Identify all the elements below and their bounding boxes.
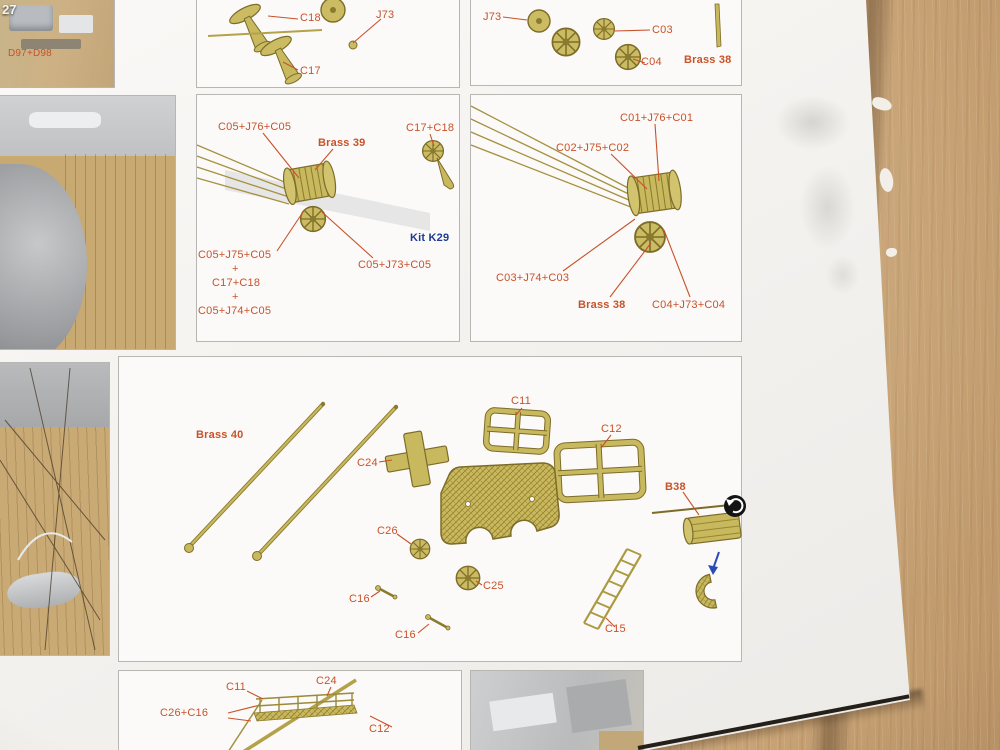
- photo-gray-structure: [0, 363, 109, 427]
- photo-white-deckhouse: [489, 692, 557, 732]
- label-winch-a-top: C05+J76+C05: [218, 121, 292, 133]
- label-c24: C24: [357, 457, 378, 469]
- photo-panel-top-left: [0, 0, 115, 88]
- panel-brass-fittings: [118, 356, 742, 662]
- label-winch-b-lower-right: C04+J73+C04: [652, 299, 726, 311]
- label-winch-a-stack3: C05+J74+C05: [198, 305, 272, 317]
- label-j73-b: J73: [483, 11, 502, 23]
- photo-deck-slot: [21, 39, 81, 49]
- label-c04: C04: [641, 56, 662, 68]
- label-assembly-c12: C12: [369, 723, 390, 735]
- label-c17: C17: [300, 65, 321, 77]
- label-c18: C18: [300, 12, 321, 24]
- label-winch-a-plus2: +: [232, 291, 239, 303]
- label-b38: B38: [665, 481, 686, 493]
- photo-machinery-part: [9, 5, 53, 31]
- label-c26: C26: [377, 525, 398, 537]
- label-assembly-c11: C11: [226, 681, 246, 693]
- label-brass-39: Brass 39: [318, 137, 366, 149]
- label-c25: C25: [483, 580, 504, 592]
- label-brass-38-winch: Brass 38: [578, 299, 626, 311]
- label-c12: C12: [601, 423, 622, 435]
- label-c16-lower: C16: [395, 629, 416, 641]
- label-winch-a-plus1: +: [232, 263, 239, 275]
- step-number: 27: [2, 2, 17, 17]
- label-winch-a-wheel: C05+J73+C05: [358, 259, 432, 271]
- photo-panel-bottom-right: [470, 670, 644, 750]
- photo-tan-deck-corner: [599, 731, 643, 750]
- label-assembly-c26-c16: C26+C16: [160, 707, 209, 719]
- photo-ship-boat: [4, 568, 84, 612]
- label-j73-a: J73: [376, 9, 395, 21]
- label-brass-40: Brass 40: [196, 429, 244, 441]
- label-assembly-c24: C24: [316, 675, 337, 687]
- photo-ship-boat: [29, 112, 101, 128]
- photo-white-part: [59, 15, 93, 33]
- label-winch-a-pulley: C17+C18: [406, 122, 455, 134]
- photo-panel-mid-left: [0, 95, 176, 350]
- label-brass-38-sheaves: Brass 38: [684, 54, 732, 66]
- paper-smudge: [775, 95, 850, 150]
- label-winch-a-stack1: C05+J75+C05: [198, 249, 272, 261]
- paper-chip: [886, 248, 897, 257]
- photo-gray-deck: [566, 679, 632, 733]
- photo-panel-bottom-left: [0, 362, 110, 656]
- label-c15: C15: [605, 623, 626, 635]
- paper-smudge: [800, 165, 855, 250]
- photo-part-label: D97+D98: [8, 48, 52, 59]
- panel-sheave-parts: [470, 0, 742, 86]
- label-winch-b-second: C02+J75+C02: [556, 142, 630, 154]
- paper-smudge: [825, 255, 860, 295]
- label-c16-upper: C16: [349, 593, 370, 605]
- label-c03: C03: [652, 24, 673, 36]
- label-winch-a-stack2: C17+C18: [212, 277, 261, 289]
- panel-ventilator-parts: [196, 0, 460, 88]
- label-c11: C11: [511, 395, 531, 407]
- label-winch-b-lower-left: C03+J74+C03: [496, 272, 570, 284]
- label-kit-k29: Kit K29: [410, 232, 450, 244]
- label-winch-b-top: C01+J76+C01: [620, 112, 694, 124]
